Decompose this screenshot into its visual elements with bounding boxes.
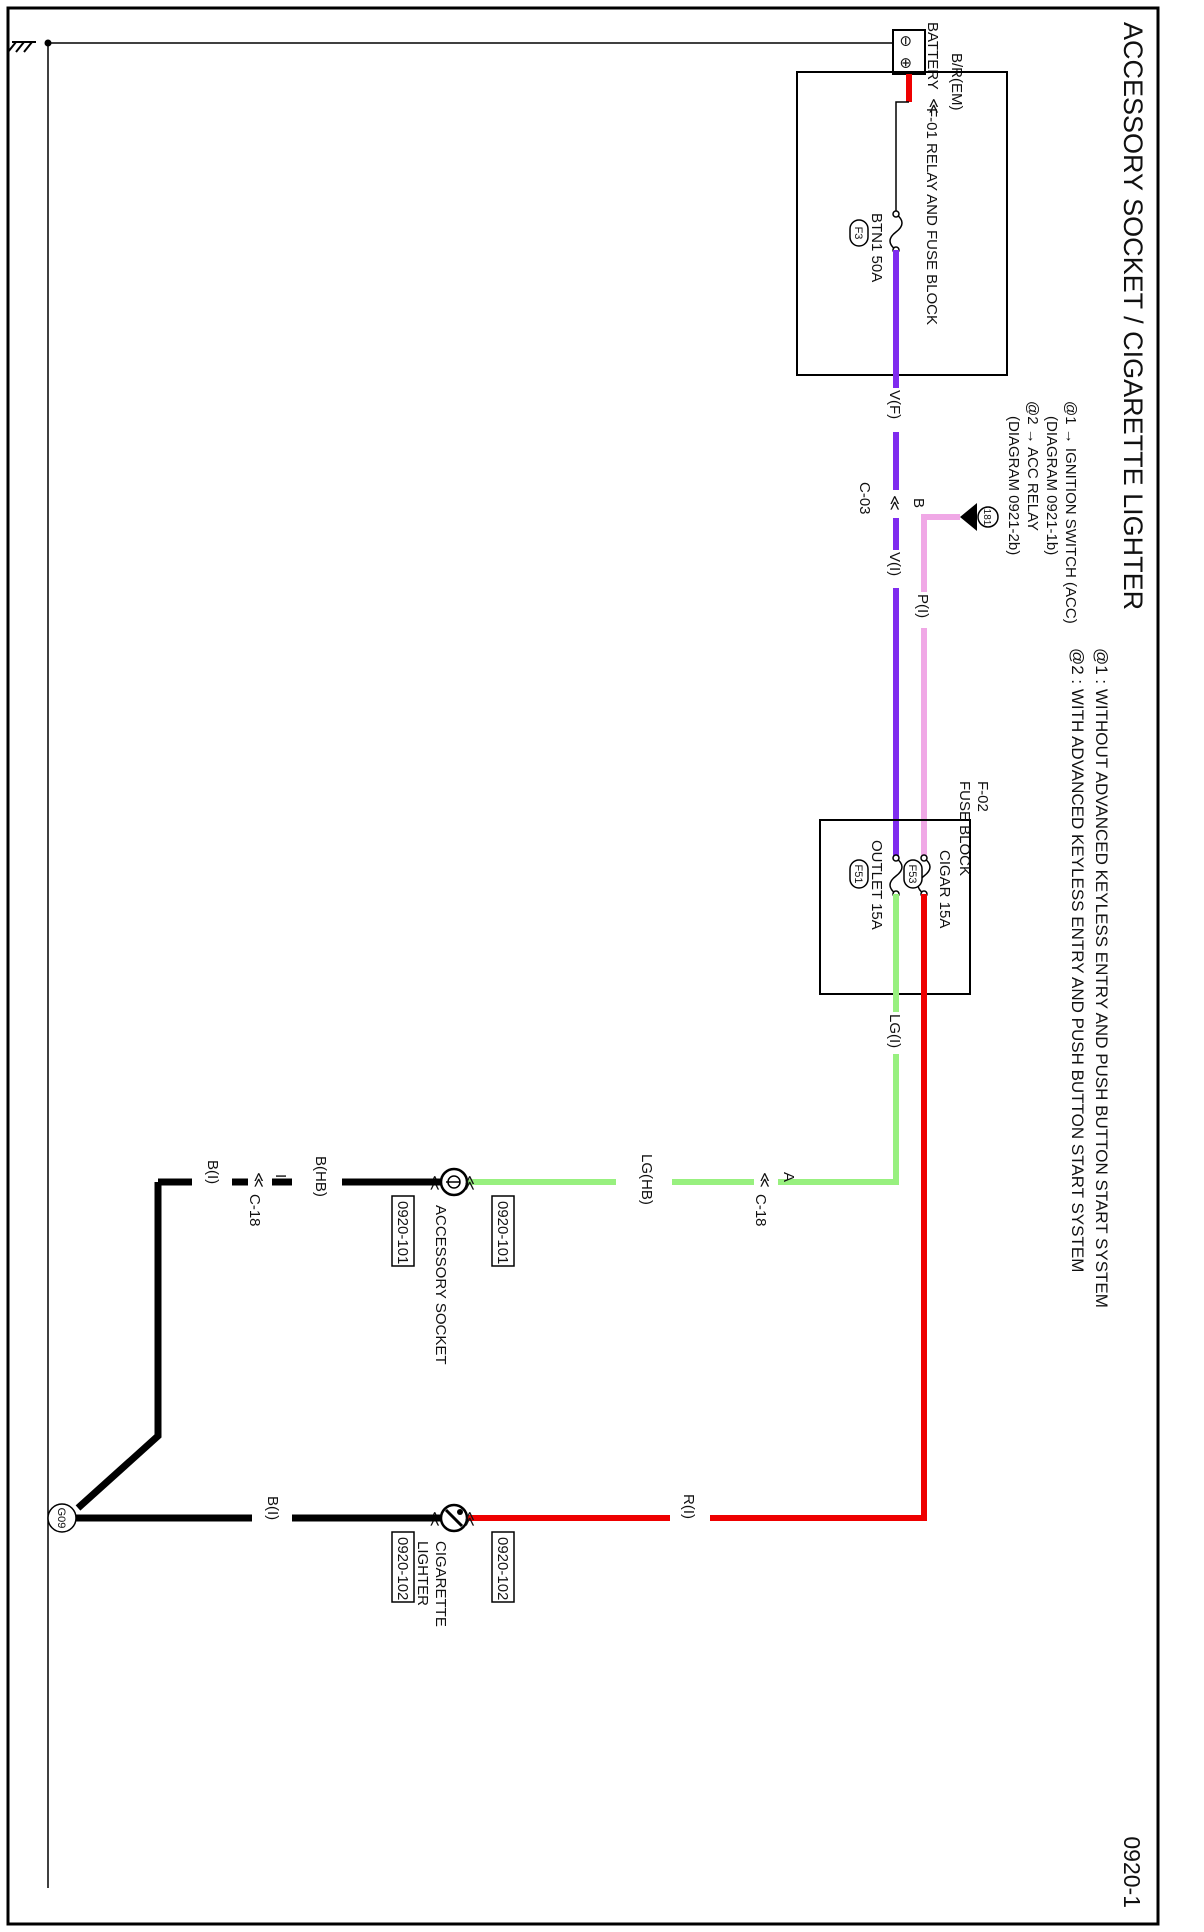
lghb-label-bg [616,1170,672,1194]
f3-tag: F3 [852,227,864,240]
wire-ri-label: R(I) [680,1494,697,1519]
vf-label-bg [884,388,908,432]
c18i-connector-label: C-18 [246,1194,263,1227]
wire-bi-upper-label: B(I) [204,1160,221,1184]
diagram-title: ACCESSORY SOCKET / CIGARETTE LIGHTER [1118,22,1148,610]
f01-internal-wire [895,101,909,214]
btn1-fuse-pin-in [892,210,900,218]
c18a-pin-label: A [780,1172,797,1182]
f01-block-title: F-01 RELAY AND FUSE BLOCK [923,108,940,325]
cigarette-lighter-pin-mark-a: ≪ [461,1511,478,1527]
wire-green-lgi [586,894,899,1185]
f01-relay-fuse-block [796,71,1008,376]
c03-conn-bg [884,490,908,518]
wire-pink-pi [921,514,960,858]
btn1-fuse-icon [889,213,903,251]
c18i-connector-mark: ≪ [250,1172,267,1188]
ref2-line1: @2 → ACC RELAY [1024,401,1041,531]
diagram-code: 0920-1 [1119,1836,1145,1908]
outlet-fuse-pin-in [892,854,900,862]
f51-tag-box [849,859,869,889]
ref-circle-label: 181 [981,509,992,526]
bi-upper-label-bg [192,1170,232,1194]
cl-conn-a: 0920-102 [494,1537,511,1600]
bhb-label-bg [292,1170,342,1194]
wire-lghb-label: LG(HB) [638,1154,655,1205]
page-frame [6,6,1160,1926]
battery-label: BATTERY [924,22,941,90]
wire-vf-label: V(F) [886,390,903,419]
f01-connector-mark: ≪ [925,98,942,114]
ref-circle-181 [977,506,999,528]
cigarette-lighter-label-2: LIGHTER [414,1541,431,1606]
wire-vi-label: V(I) [886,552,903,576]
outlet-fuse-icon [889,857,903,895]
wire-bi-lower-label: B(I) [264,1496,281,1520]
diagram-content: ACCESSORY SOCKET / CIGARETTE LIGHTER 092… [7,22,1148,1908]
cigar-fuse-label: CIGAR 15A [936,850,953,928]
battery: ⊖ ⊕ [892,29,926,75]
note-a1: @1 : WITHOUT ADVANCED KEYLESS ENTRY AND … [1092,648,1111,1308]
wire-pi-label: P(I) [914,594,931,618]
c03-connector-mark: ≪ [886,495,903,511]
pi-label-bg [912,592,936,628]
c18a-connector-mark: ≪ [756,1172,773,1188]
outlet-fuse-label: OUTLET 15A [868,840,885,930]
wire-br-em-label: B/R(EM) [948,53,965,111]
note-a2: @2 : WITH ADVANCED KEYLESS ENTRY AND PUS… [1068,648,1087,1272]
cigarette-lighter-label-1: CIGARETTE [432,1541,449,1627]
vi-label-bg [884,550,908,588]
f02-block-title: FUSE BLOCK [956,781,973,876]
wire-bhb-label: B(HB) [312,1156,329,1197]
c18i-pin-label: I [272,1174,289,1178]
cigar-fuse-icon [917,857,931,895]
as-conn-a-box [491,1195,515,1267]
lgi-label-bg [884,1012,908,1054]
cigarette-lighter-dot [457,1509,463,1515]
f3-tag-box [849,219,869,247]
wire-red-ri [466,894,927,1521]
cigar-fuse-pin-in [920,854,928,862]
ground-junction-dot [44,39,52,47]
wire-black-to-ground [75,1182,162,1511]
ref-triangle-icon [960,503,977,531]
as-conn-a: 0920-101 [494,1201,511,1264]
ref1-line2: (DIAGRAM 0921-1b) [1043,416,1060,555]
g09-label: G09 [55,1508,67,1529]
battery-minus-icon: ⊖ [897,35,914,48]
c18i-conn-bg [248,1170,272,1194]
f51-tag: F51 [852,865,864,884]
cl-conn-a-box [491,1531,515,1603]
cl-conn-b: 0920-102 [394,1537,411,1600]
cl-conn-b-box [391,1531,415,1603]
ref2-line2: (DIAGRAM 0921-2b) [1005,416,1022,555]
as-conn-b-box [391,1195,415,1267]
c18a-conn-bg [754,1170,778,1194]
f02-block-id: F-02 [974,781,991,812]
ref1-line1: @1 → IGNITION SWITCH (ACC) [1062,401,1079,624]
c03-connector-label: C-03 [856,482,873,515]
cigarette-lighter-coil [444,1508,464,1528]
cigarette-lighter [439,1503,469,1533]
g09-ground-icon [47,1503,77,1533]
btn1-fuse-label: BTN1 50A [868,213,885,282]
as-conn-b: 0920-101 [394,1201,411,1264]
battery-plus-icon: ⊕ [897,57,914,70]
wire-lgi-label: LG(I) [886,1014,903,1048]
accessory-socket-pin-mark-a: ≪ [461,1175,478,1191]
accessory-socket-label: ACCESSORY SOCKET [432,1205,449,1365]
f53-tag: F53 [906,865,918,884]
ri-label-bg [670,1506,710,1530]
bi-lower-label-bg [252,1506,292,1530]
chassis-ground-icon [7,41,36,53]
c18a-connector-label: C-18 [752,1194,769,1227]
f53-tag-box [903,859,923,889]
c03-pin-label: B [910,498,927,508]
